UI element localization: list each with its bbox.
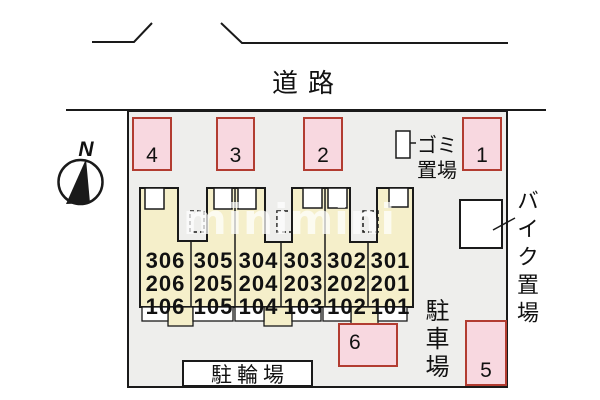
unit-column-x06: 306 206 106 [140, 249, 191, 318]
parking-space-number: 5 [480, 359, 492, 382]
bike-storage-area [459, 199, 503, 249]
bicycle-parking-label: 駐輪場 [211, 363, 289, 387]
entry-porches [141, 306, 408, 327]
room-number: 102 [327, 294, 367, 319]
road-label: 道路 [271, 68, 344, 98]
room-number: 301 [370, 248, 411, 273]
room-number: 204 [238, 271, 279, 296]
garbage-bin-icon [395, 130, 416, 159]
bicycle-parking-box: 駐輪場 [182, 360, 313, 387]
unit-column-x04: 304 204 104 [236, 249, 281, 318]
room-number: 105 [193, 294, 234, 319]
room-number: 304 [238, 248, 279, 273]
road-edge-line-left [92, 22, 153, 43]
parking-space-6: 6 [338, 323, 398, 367]
bike-storage-label: バイク置場 [514, 189, 539, 329]
parking-space-number: 3 [229, 144, 242, 167]
compass-north-label: N [78, 138, 94, 161]
road-edge-line-right [220, 22, 508, 44]
room-number: 205 [193, 271, 234, 296]
bike-label-leader-line [492, 217, 516, 231]
room-number: 305 [193, 248, 234, 273]
room-number: 201 [370, 271, 411, 296]
parking-space-2: 2 [303, 117, 343, 171]
balconies [144, 187, 409, 210]
compass-icon [57, 158, 104, 206]
parking-space-5: 5 [465, 320, 507, 386]
room-number: 104 [238, 294, 279, 319]
parking-space-4: 4 [132, 117, 172, 171]
room-number: 206 [145, 271, 186, 296]
unit-column-x01: 301 201 101 [368, 249, 413, 318]
unit-column-x03: 303 203 103 [281, 249, 326, 318]
parking-space-1: 1 [462, 117, 502, 171]
stairwell-dashed-boxes [189, 210, 379, 233]
room-number: 303 [283, 248, 324, 273]
garbage-label-line2: 置場 [417, 160, 457, 182]
garbage-area-label: ゴミ 置場 [410, 134, 464, 184]
garbage-label-line1: ゴミ [417, 135, 457, 157]
unit-divider-walls [190, 188, 369, 307]
unit-column-x05: 305 205 105 [191, 249, 236, 318]
room-number: 106 [145, 294, 186, 319]
room-number: 103 [283, 294, 324, 319]
room-number: 101 [370, 294, 411, 319]
car-park-label: 駐車場 [421, 298, 448, 382]
parking-space-3: 3 [216, 117, 255, 171]
building-outline [139, 187, 414, 308]
parking-space-number: 2 [317, 144, 329, 167]
parking-space-number: 1 [476, 144, 488, 167]
parking-space-number: 4 [146, 144, 158, 167]
room-number: 202 [327, 271, 367, 296]
room-number: 302 [327, 248, 367, 273]
unit-column-x02: 302 202 102 [326, 249, 368, 318]
room-number: 306 [145, 248, 186, 273]
parking-space-number: 6 [349, 330, 361, 354]
room-number: 203 [283, 271, 324, 296]
